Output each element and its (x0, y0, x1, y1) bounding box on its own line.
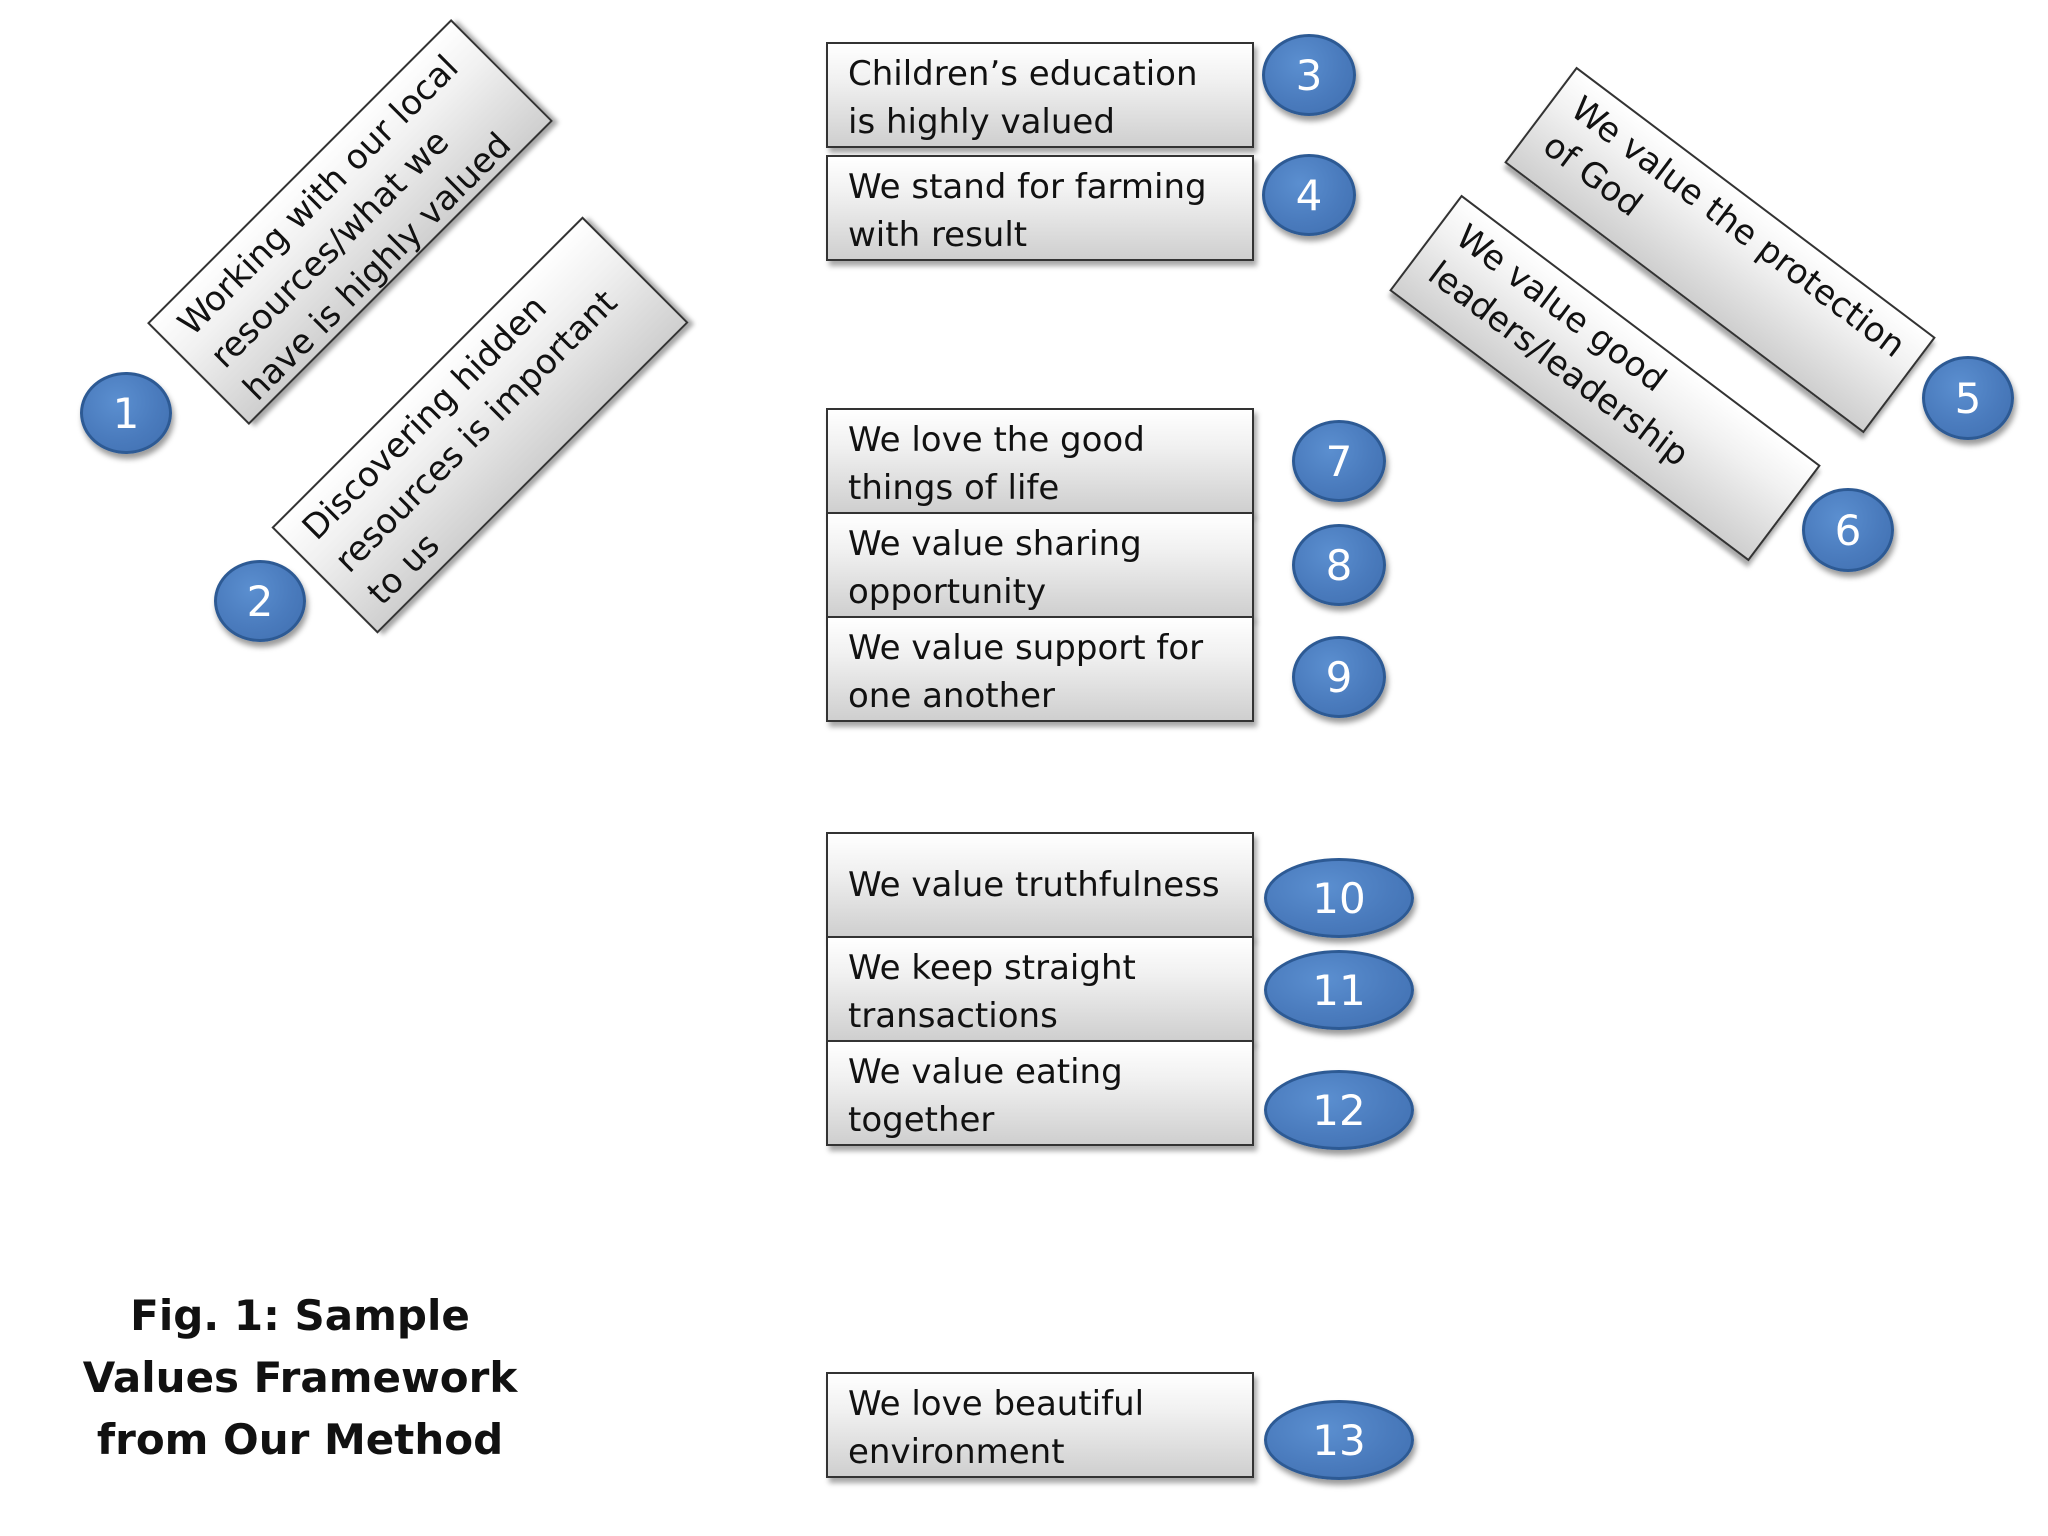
number-badge-7: 7 (1292, 420, 1386, 502)
number-badge-4: 4 (1262, 154, 1356, 236)
number-badge-8: 8 (1292, 524, 1386, 606)
number-badge-11: 11 (1264, 950, 1414, 1030)
value-box-4: We stand for farming with result (826, 155, 1254, 261)
value-box-13: We love beautiful environment (826, 1372, 1254, 1478)
caption-line-2: Values Framework (82, 1353, 518, 1402)
caption-line-1: Fig. 1: Sample (130, 1291, 470, 1340)
number-badge-2: 2 (214, 560, 306, 642)
number-badge-9: 9 (1292, 636, 1386, 718)
number-badge-13: 13 (1264, 1400, 1414, 1480)
value-box-10: We value truthfulness (826, 832, 1254, 938)
value-box-11: We keep straight transactions (826, 936, 1254, 1042)
value-box-3: Children’s education is highly valued (826, 42, 1254, 148)
value-text-11: We keep straight transactions (848, 948, 1136, 1036)
value-text-2: Discovering hidden resources is importan… (294, 282, 626, 614)
number-badge-5: 5 (1922, 356, 2014, 440)
value-text-13: We love beautiful environment (848, 1384, 1145, 1472)
value-box-12: We value eating together (826, 1040, 1254, 1146)
number-badge-12: 12 (1264, 1070, 1414, 1150)
value-box-9: We value support for one another (826, 616, 1254, 722)
value-text-10: We value truthfulness (848, 865, 1220, 905)
value-text-12: We value eating together (848, 1052, 1123, 1140)
number-badge-10: 10 (1264, 858, 1414, 938)
number-badge-1: 1 (80, 372, 172, 454)
value-text-3: Children’s education is highly valued (848, 54, 1198, 142)
value-text-9: We value support for one another (848, 628, 1204, 716)
value-text-8: We value sharing opportunity (848, 524, 1142, 612)
caption-line-3: from Our Method (96, 1415, 504, 1464)
value-box-8: We value sharing opportunity (826, 512, 1254, 618)
figure-caption: Fig. 1: Sample Values Framework from Our… (60, 1285, 540, 1471)
value-text-4: We stand for farming with result (848, 167, 1207, 255)
number-badge-3: 3 (1262, 34, 1356, 116)
value-text-7: We love the good things of life (848, 420, 1145, 508)
number-badge-6: 6 (1802, 488, 1894, 572)
value-box-7: We love the good things of life (826, 408, 1254, 514)
